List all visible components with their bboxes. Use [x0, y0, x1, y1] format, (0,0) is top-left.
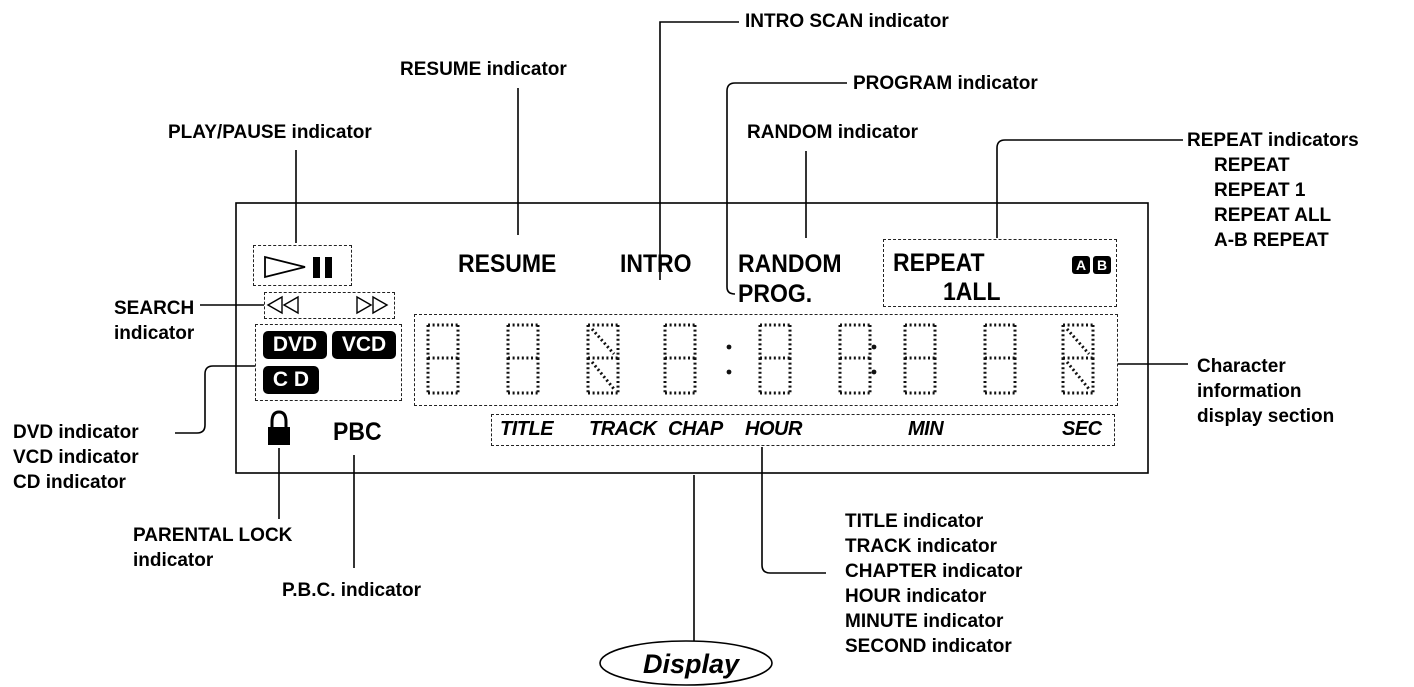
- dvd-badge: DVD: [263, 331, 327, 359]
- lcd-random: RANDOM: [738, 250, 842, 278]
- padlock-icon: [268, 410, 290, 445]
- units-callout: TITLE indicator TRACK indicator CHAPTER …: [845, 509, 1022, 659]
- lcd-repeat: REPEAT: [893, 249, 985, 277]
- cd-badge: C D: [263, 366, 319, 394]
- units-box: [491, 414, 1115, 446]
- disc-callout-line: VCD indicator: [13, 447, 139, 468]
- intro-scan-callout: INTRO SCAN indicator: [745, 11, 949, 32]
- repeat-callout-item: REPEAT 1: [1214, 180, 1306, 201]
- display-panel-outline: [235, 202, 1149, 474]
- units-callout-line: SECOND indicator: [845, 636, 1012, 657]
- lcd-intro: INTRO: [620, 250, 692, 278]
- lcd-resume: RESUME: [458, 250, 557, 278]
- leader-units: [761, 447, 826, 574]
- repeat-callout-item: REPEAT ALL: [1214, 205, 1332, 226]
- colon-dot: [871, 369, 877, 375]
- parental-callout-line: indicator: [133, 550, 214, 571]
- units-callout-line: CHAPTER indicator: [845, 561, 1023, 582]
- character-callout-line: information: [1197, 381, 1302, 402]
- lcd-prog: PROG.: [738, 280, 813, 308]
- character-callout-line: Character: [1197, 356, 1286, 377]
- lcd-hour: HOUR: [745, 418, 802, 440]
- ab-b-badge: B: [1093, 256, 1111, 274]
- program-callout: PROGRAM indicator: [853, 73, 1038, 94]
- lcd-chap: CHAP: [668, 418, 723, 440]
- lcd-repeat-sub: 1ALL: [943, 278, 1001, 306]
- rewind-icon: [266, 295, 299, 315]
- lcd-track: TRACK: [589, 418, 657, 440]
- display-label: Display: [643, 649, 740, 679]
- character-digits: [426, 323, 1095, 395]
- leader-program: [726, 82, 847, 295]
- repeat-box: [883, 239, 1117, 307]
- lcd-min: MIN: [908, 418, 944, 440]
- repeat-callout-title: REPEAT indicators: [1187, 130, 1359, 151]
- play-icon: [264, 255, 306, 279]
- ab-a-badge: A: [1072, 256, 1090, 274]
- colon-dot: [726, 369, 732, 375]
- disc-box: [255, 324, 402, 401]
- search-callout-line: indicator: [114, 323, 195, 344]
- parental-callout-line: PARENTAL LOCK: [133, 525, 293, 546]
- resume-callout: RESUME indicator: [400, 59, 567, 80]
- search-callout-line: SEARCH: [114, 298, 195, 319]
- units-callout-line: TITLE indicator: [845, 511, 984, 532]
- repeat-callout-item: A-B REPEAT: [1214, 230, 1329, 251]
- parental-callout: PARENTAL LOCK indicator: [133, 523, 292, 573]
- character-callout-line: display section: [1197, 406, 1335, 427]
- lcd-sec: SEC: [1062, 418, 1102, 440]
- random-callout: RANDOM indicator: [747, 122, 918, 143]
- play-pause-callout: PLAY/PAUSE indicator: [168, 122, 372, 143]
- display-ellipse: [599, 640, 773, 686]
- colon-dot: [871, 344, 877, 350]
- pause-icon: [313, 257, 332, 278]
- units-callout-line: MINUTE indicator: [845, 611, 1004, 632]
- play-pause-box: [253, 245, 352, 286]
- disc-callout-line: DVD indicator: [13, 422, 139, 443]
- repeat-callout-item: REPEAT: [1214, 155, 1290, 176]
- disc-callout: DVD indicator VCD indicator CD indicator: [13, 420, 139, 495]
- leader-disc: [175, 365, 255, 434]
- repeat-callout-list: REPEAT REPEAT 1 REPEAT ALL A-B REPEAT: [1214, 153, 1331, 253]
- disc-callout-line: CD indicator: [13, 472, 126, 493]
- character-display-box: [414, 314, 1118, 406]
- search-box: [264, 292, 395, 319]
- leader-repeat: [996, 139, 1183, 238]
- units-callout-line: TRACK indicator: [845, 536, 997, 557]
- lcd-pbc: PBC: [333, 418, 382, 446]
- units-callout-line: HOUR indicator: [845, 586, 987, 607]
- pbc-callout: P.B.C. indicator: [282, 580, 422, 601]
- colon-dot: [726, 344, 732, 350]
- lcd-title: TITLE: [500, 418, 554, 440]
- vcd-badge: VCD: [332, 331, 396, 359]
- character-callout: Character information display section: [1197, 354, 1334, 429]
- fast-forward-icon: [356, 295, 389, 315]
- search-callout: SEARCH indicator: [114, 296, 194, 346]
- leader-intro-scan: [659, 21, 739, 280]
